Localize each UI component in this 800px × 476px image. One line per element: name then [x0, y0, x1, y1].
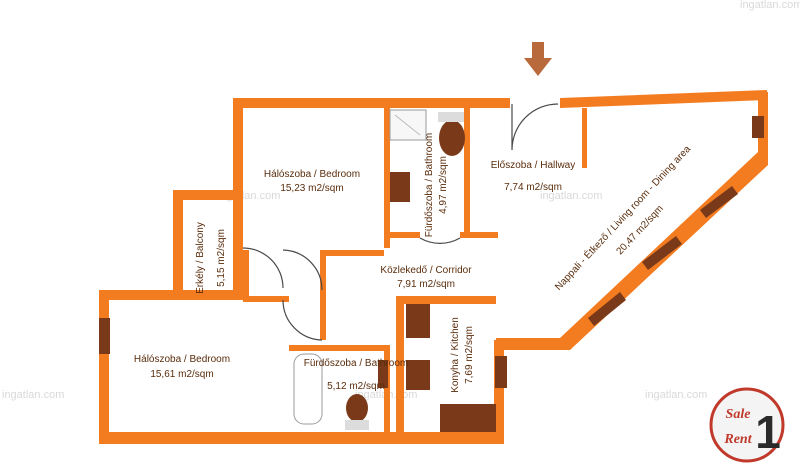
bedroom1-name: Hálószoba / Bedroom: [264, 169, 360, 180]
watermark-text: ingatlan.com: [2, 389, 64, 401]
hallway-name: Előszoba / Hallway: [491, 160, 575, 171]
room-labels: Hálószoba / Bedroom 15,23 m2/sqm Fürdősz…: [134, 133, 694, 393]
fixtures: [293, 109, 465, 430]
bedroom2-name: Hálószoba / Bedroom: [134, 354, 230, 365]
hallway-area: 7,74 m2/sqm: [504, 182, 562, 193]
bathroom1-area: 4,97 m2/sqm: [438, 156, 449, 214]
doors: [242, 103, 559, 341]
corridor-area: 7,91 m2/sqm: [397, 279, 455, 290]
badge-sale: Sale: [726, 407, 751, 422]
bathroom1-name: Fürdőszoba / Bathroom: [424, 133, 435, 238]
sale-rent-logo: Sale Rent 1: [709, 387, 785, 463]
watermark-text: ingatlan.com: [740, 0, 800, 11]
kitchen-name: Konyha / Kitchen: [450, 317, 461, 393]
walls: [99, 90, 768, 444]
badge-rent: Rent: [723, 432, 752, 447]
balcony-name: Erkély / Balcony: [195, 222, 206, 294]
down-arrow-icon: [524, 42, 552, 76]
bedroom2-area: 15,61 m2/sqm: [150, 369, 213, 380]
balcony-area: 5,15 m2/sqm: [216, 229, 227, 287]
windows: [99, 116, 764, 432]
watermark-text: ingatlan.com: [540, 190, 602, 202]
bathroom2-area: 5,12 m2/sqm: [327, 381, 385, 392]
kitchen-area: 7,69 m2/sqm: [464, 326, 475, 384]
bathroom2-name: Fürdőszoba / Bathroom: [304, 358, 409, 369]
badge-number: 1: [755, 406, 781, 458]
watermark-text: ingatlan.com: [645, 389, 707, 401]
bedroom1-area: 15,23 m2/sqm: [280, 183, 343, 194]
corridor-name: Közlekedő / Corridor: [380, 265, 472, 276]
